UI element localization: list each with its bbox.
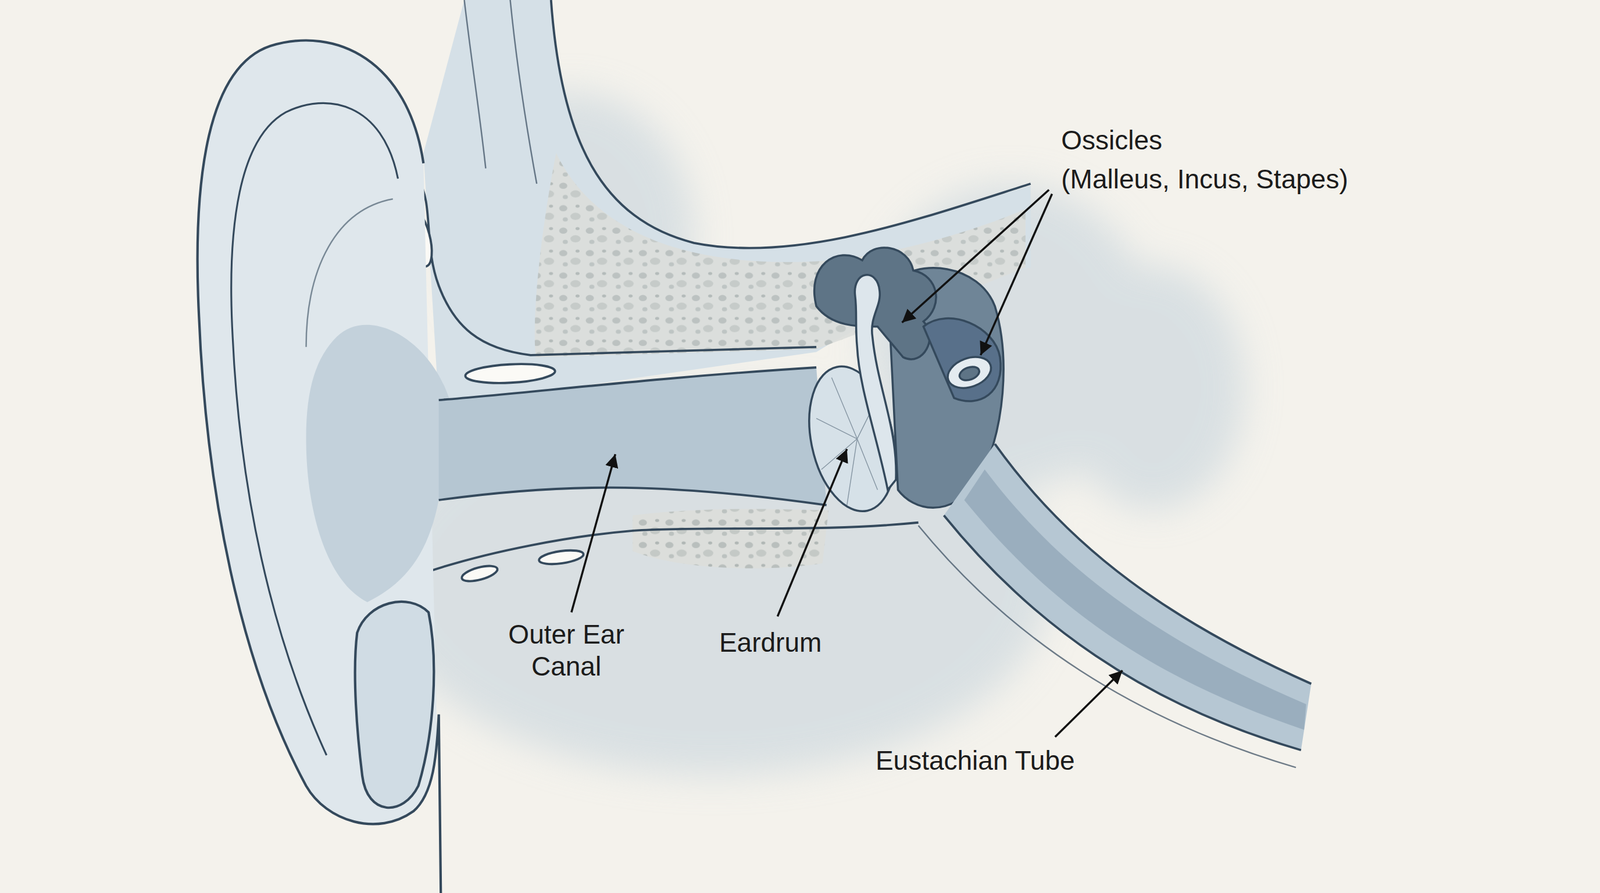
head-tissue	[364, 522, 919, 735]
leader-arrows	[571, 454, 616, 613]
head-tissue	[423, 0, 1031, 407]
pinna	[197, 40, 450, 893]
leader-arrows	[571, 190, 1123, 738]
eustachian-tube-shape	[943, 515, 1301, 750]
ear-canal	[438, 487, 827, 506]
eardrum-membrane	[856, 438, 878, 491]
eustachian-tube-shape	[918, 444, 1312, 768]
pinna	[306, 198, 394, 348]
part-label: Eardrum	[719, 626, 822, 659]
head-tissue	[465, 362, 556, 386]
leader-arrows	[1055, 670, 1123, 737]
middle-ear-ossicles	[943, 351, 996, 394]
leader-arrows	[777, 448, 847, 617]
head-tissue	[551, 0, 1031, 249]
eustachian-tube-shape	[994, 444, 1312, 685]
middle-ear-ossicles	[814, 247, 1004, 508]
eustachian-tube-shape	[918, 525, 1296, 768]
head-tissue	[632, 509, 829, 569]
head-tissue	[460, 562, 499, 585]
head-tissue	[356, 0, 1031, 735]
ear-canal	[438, 367, 827, 506]
eustachian-tube-shape	[943, 444, 1312, 751]
leader-arrows	[980, 194, 1053, 356]
leader-arrows	[902, 190, 1050, 323]
head-tissue	[464, 0, 487, 169]
pinna	[355, 601, 435, 808]
head-tissue	[510, 0, 538, 184]
pinna	[306, 325, 450, 603]
part-label: (Malleus, Incus, Stapes)	[1061, 163, 1348, 196]
part-label: Ossicles	[1061, 124, 1163, 157]
ear-canal	[438, 367, 817, 400]
middle-ear-ossicles	[923, 318, 1001, 402]
eardrum-membrane	[847, 438, 858, 506]
eardrum-membrane	[831, 377, 857, 439]
watercolor-wash	[1061, 265, 1245, 510]
middle-ear-ossicles	[957, 364, 981, 384]
middle-ear-ossicles	[854, 275, 896, 491]
eustachian-tube-shape	[964, 469, 1307, 730]
eardrum-membrane	[816, 418, 857, 439]
head-tissue	[538, 548, 585, 567]
ear-canal	[438, 367, 827, 506]
part-label: Outer Ear Canal	[484, 618, 649, 683]
part-label: Eustachian Tube	[875, 744, 1075, 777]
